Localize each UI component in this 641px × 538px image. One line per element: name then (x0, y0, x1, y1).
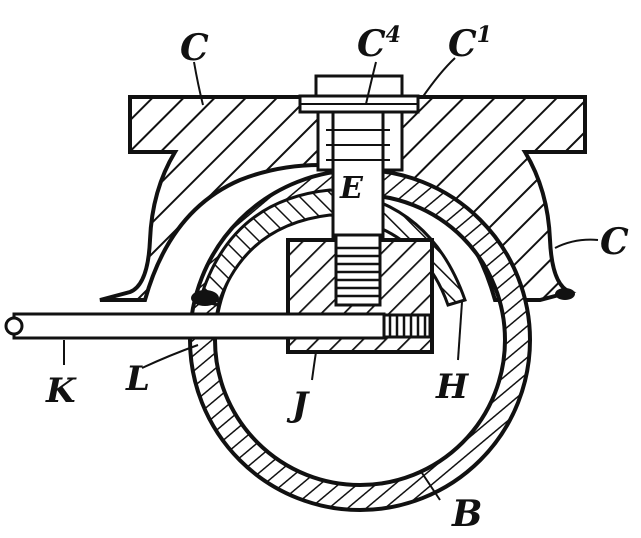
left-saddle-toe (191, 290, 219, 306)
label-k: K (45, 371, 77, 411)
rod-k (4, 312, 432, 340)
label-l: L (125, 359, 150, 399)
inner-arch-h (198, 188, 467, 307)
label-h: H (435, 367, 470, 407)
bolt-head-c4 (298, 74, 420, 114)
label-j: J (286, 385, 310, 425)
label-c4: C4 (357, 22, 401, 65)
label-c1: C1 (448, 22, 492, 65)
label-b: B (451, 493, 482, 535)
label-c-right: C (600, 221, 629, 263)
label-e: E (339, 171, 364, 206)
bolt-shank-e (326, 110, 390, 244)
right-saddle-toe (555, 288, 575, 300)
label-c-top: C (180, 27, 209, 69)
leader-lines (63, 57, 599, 501)
